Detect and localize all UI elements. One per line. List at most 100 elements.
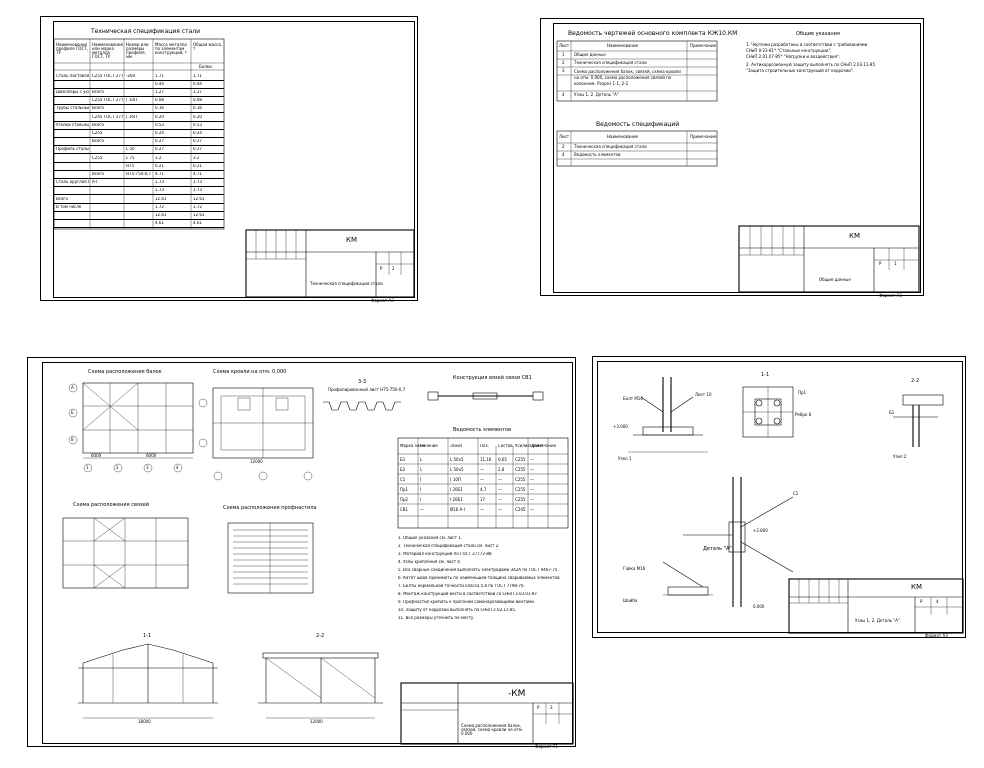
table-cell: Сталь круглая ГОСТ 2590-88	[56, 180, 89, 185]
table-cell: [ 10П	[450, 477, 461, 482]
table-cell: —	[498, 497, 502, 502]
side-strip	[541, 144, 554, 292]
note-line: 7. Болты нормальной точности класса 5.6 …	[398, 584, 525, 588]
table-cell: С1	[400, 477, 406, 482]
table-cell: 0.21	[155, 163, 164, 168]
table-cell: —	[530, 507, 534, 512]
table-cell: С255	[515, 467, 526, 472]
stamp-stage: Р	[920, 599, 923, 604]
col-header: Масса металла по элементам конструкций, …	[155, 42, 188, 55]
table-row	[54, 169, 224, 171]
table-cell: 3.2	[193, 155, 200, 160]
table-row	[54, 145, 224, 147]
table-row	[54, 79, 224, 81]
col-header: Марка элем.	[400, 444, 427, 448]
table-cell: 1.71	[155, 73, 164, 78]
stamp-code: КМ	[346, 236, 358, 244]
table-cell: 0,65	[498, 457, 507, 462]
table-row	[54, 186, 224, 188]
table-row	[54, 227, 224, 229]
table-row	[54, 177, 224, 179]
table-cell: —	[530, 467, 534, 472]
cell: 4	[562, 92, 565, 97]
grid-label: А	[71, 385, 74, 390]
stamp-stage: Р	[537, 705, 540, 710]
table-cell: 0.27	[193, 139, 202, 144]
table-cell: Всего	[92, 106, 104, 111]
table-cell: L	[420, 457, 423, 462]
table-cell: I 20Б1	[450, 497, 463, 502]
table-cell: 4.61	[155, 221, 164, 226]
table-cell: 11,16	[480, 457, 492, 462]
stamp-sheet-title: Схема расположения балок, связей, схема …	[461, 723, 524, 736]
stamp-sheet-title: Общие данные	[819, 277, 851, 282]
elevation: +2.800	[753, 528, 768, 533]
stamp-sheet: 2	[392, 266, 395, 271]
leader-label: Ребро 8	[795, 412, 812, 417]
grid-label: 1	[86, 465, 89, 470]
leader-label: Гайка М16	[623, 566, 646, 571]
col-header: Общая масса, т	[193, 42, 223, 51]
table-row	[54, 153, 224, 155]
table-cell: 17	[480, 497, 486, 502]
table-cell: 12.61	[155, 196, 167, 201]
note-line: "Защита строительных конструкций от корр…	[746, 68, 854, 73]
table-cell: 12.61	[193, 196, 205, 201]
table-cell: 1.27	[193, 89, 202, 94]
dimension: 12000	[310, 719, 323, 724]
table-cell: -200	[126, 73, 136, 78]
plan4-title: Схема расположения профнастила	[223, 505, 317, 511]
table-cell: 12.61	[155, 212, 167, 217]
table-cell: С255	[515, 487, 526, 492]
table-row	[54, 194, 224, 196]
stamp-stage: Р	[380, 266, 383, 271]
leader-label: Лист 10	[695, 392, 712, 397]
col-header: Усилие для прикрепления	[515, 444, 543, 448]
table-cell: Сталь листовая ГОСТ 19903-74*	[56, 73, 89, 78]
plan1-title: Схема расположения балок	[88, 369, 162, 375]
table-cell: 1.73	[193, 188, 202, 193]
table-cell: Швеллеры с уклоном полок ГОСТ 8240-97	[56, 89, 89, 94]
drawing-sheet-general: Ведомость чертежей основного комплекта К…	[540, 18, 924, 298]
table-cell: 0.44	[155, 81, 164, 86]
table-cell: 1.73	[155, 188, 164, 193]
table-cell: —	[530, 487, 534, 492]
table-cell: С255	[92, 130, 103, 135]
table-cell: С255	[515, 497, 526, 502]
stamp-code: -КМ	[508, 689, 526, 699]
stamp-code: КМ	[849, 232, 861, 240]
plan-roof	[198, 387, 314, 481]
table-cell: —	[420, 507, 424, 512]
table-row	[54, 128, 224, 130]
table-cell: 0.27	[155, 139, 164, 144]
format-label: Формат А1	[535, 744, 558, 749]
note-line: 11. Все размеры уточнить по месту.	[398, 616, 475, 620]
stamp-stage: Р	[879, 261, 882, 266]
table-row	[54, 95, 224, 97]
cell: Схема расположения балок, связей, схема …	[574, 69, 681, 86]
table-cell: Ø16 А-I	[450, 507, 465, 512]
table-cell: 0.21	[193, 163, 202, 168]
stamp-sheet-title: Узлы 1, 2. Деталь "А"	[855, 618, 900, 623]
table-cell: I	[420, 497, 422, 502]
drawing-sheet-spec: Техническая спецификация стали Наименова…	[40, 16, 418, 303]
side-strip	[41, 147, 54, 297]
table-row	[54, 112, 224, 114]
table-cell: 4,7	[480, 487, 487, 492]
table-row	[54, 104, 224, 106]
side-strip	[28, 598, 43, 743]
stamp-sheet: 4	[936, 599, 939, 604]
note-line: 6. Катет швов принимать по наименьшей то…	[398, 576, 561, 580]
note-line: 5. Все сварные соединения выполнять элек…	[398, 568, 559, 572]
table-cell: Всего	[92, 171, 104, 176]
col-header: Наименование	[607, 134, 639, 139]
table-cell: Всего	[92, 139, 104, 144]
table-cell: Б1	[400, 457, 406, 462]
table-cell: —	[480, 477, 484, 482]
grid-label: 4	[176, 465, 179, 470]
table-cell: Всего	[56, 196, 68, 201]
table-cell: С245 ГОСТ 27772-88	[92, 114, 123, 119]
table-cell: 0.44	[193, 81, 202, 86]
table-cell: 0.53	[155, 122, 164, 127]
